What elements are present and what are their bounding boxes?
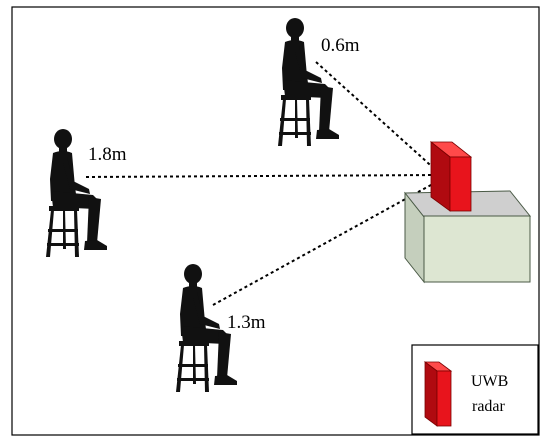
distance-label-bottom: 1.3m <box>227 312 266 333</box>
line-top-person-to-radar <box>315 61 439 173</box>
distance-label-top: 0.6m <box>321 35 360 56</box>
line-left-person-to-radar <box>85 174 439 178</box>
legend-radar-icon <box>423 361 453 427</box>
legend-label-line2: radar <box>472 398 506 415</box>
distance-label-left: 1.8m <box>88 144 127 165</box>
diagram-frame <box>11 6 540 436</box>
legend: UWB radar <box>411 344 539 435</box>
legend-label-line1: UWB <box>471 373 508 390</box>
line-bottom-person-to-radar <box>212 179 441 306</box>
radar-box-icon <box>429 141 473 212</box>
